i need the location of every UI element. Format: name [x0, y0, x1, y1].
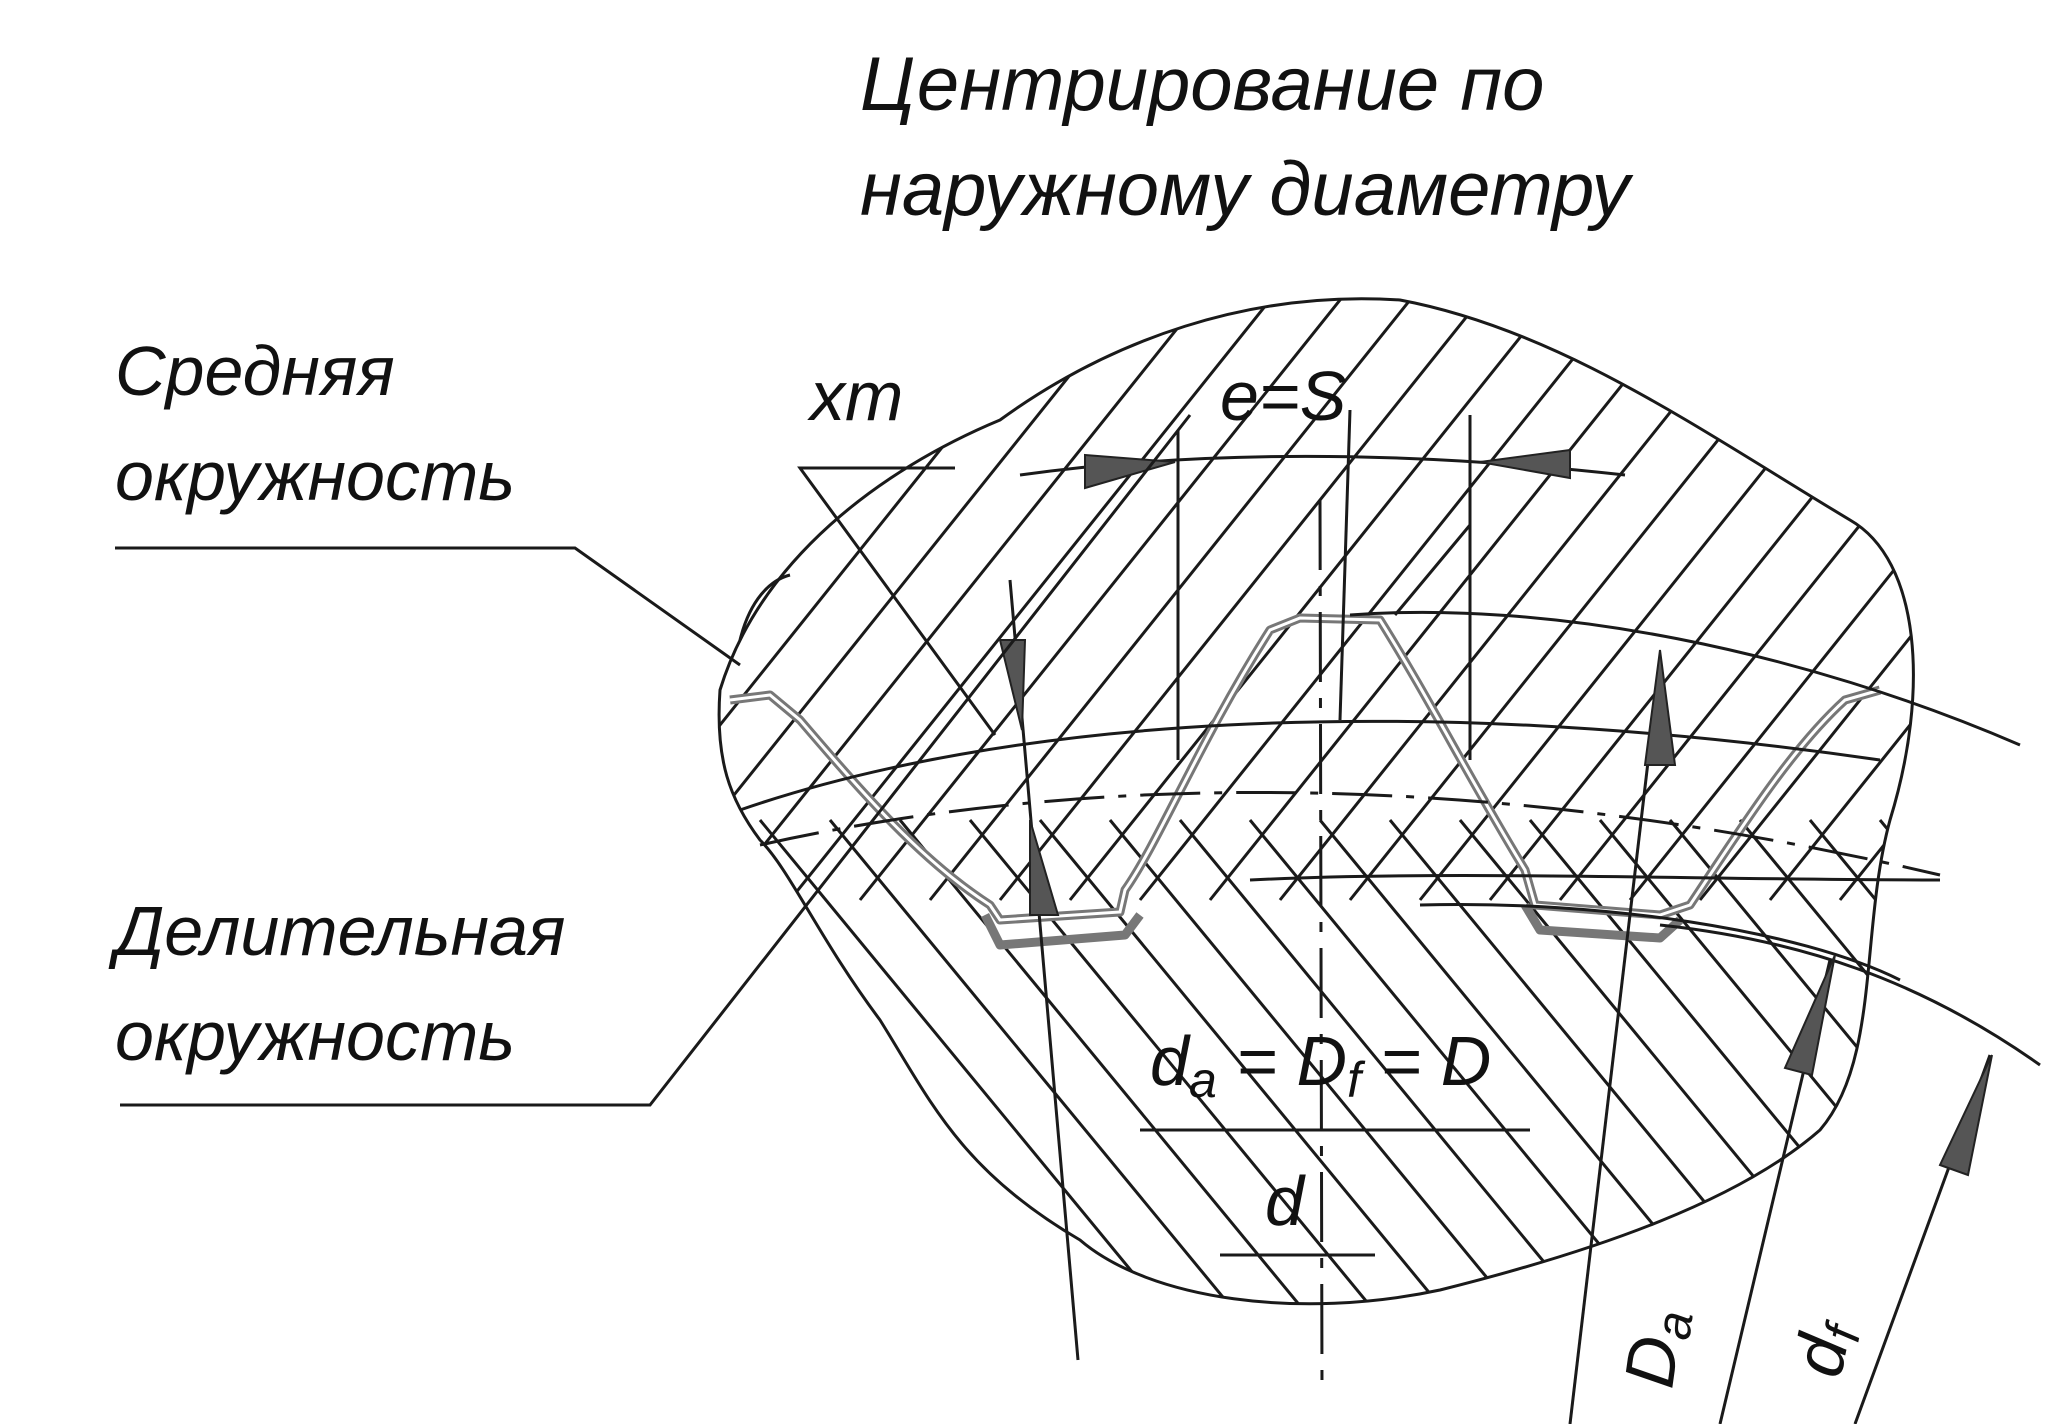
mean-circle-leader — [115, 546, 741, 667]
hub-hatch-line — [1838, 298, 1914, 901]
hub-hatch-line — [719, 298, 1172, 901]
mean-circle-arc — [739, 719, 1881, 812]
hub-hatch-line — [1418, 298, 1914, 901]
shaft-hatch-line — [1808, 819, 1914, 1304]
xm-leader — [797, 466, 997, 736]
shaft-hatch-line — [1458, 819, 1882, 1304]
e-s-leader-2 — [1393, 524, 1472, 616]
lower-arc — [1419, 902, 1901, 982]
hub-hatch-line — [788, 298, 1312, 901]
d-arrow — [1938, 1054, 1993, 1177]
break-outline — [717, 297, 1915, 1306]
hub-hatch-line — [998, 298, 1522, 901]
Da-label: Da — [1610, 1304, 1704, 1393]
xm-arrow-bottom — [1029, 819, 1060, 916]
hub-hatch-line — [858, 298, 1382, 901]
shaft-hatch-line — [1950, 820, 2060, 1330]
pitch-circle-arc — [759, 790, 1941, 877]
title-line-2: наружному диаметру — [860, 147, 1634, 232]
hub-tooth-profile — [729, 613, 1882, 925]
hub-hatch-line — [719, 298, 892, 901]
tooth-width-arrow-left — [1084, 453, 1176, 490]
outer-diameter-arc — [1349, 610, 2021, 747]
e-equals-s-label: e=S — [1220, 357, 1347, 435]
pitch-circle-label-line-2: окружность — [115, 997, 515, 1075]
shaft-root-profile — [980, 912, 1144, 950]
hub-hatch-line — [719, 298, 962, 901]
df-arrow — [1783, 954, 1836, 1077]
mean-circle-label-line-1: Средняя — [115, 332, 395, 410]
hub-hatch-line — [928, 298, 1452, 901]
shaft-hatch-line — [1178, 819, 1602, 1304]
hub-hatch-line — [719, 298, 1102, 901]
Da-arrow — [1643, 649, 1677, 766]
hub-hatch-line — [1138, 298, 1662, 901]
pitch-circle-label-line-1: Делительная — [108, 892, 565, 970]
shaft-hatch-line — [758, 819, 1182, 1304]
e-s-leader — [1338, 409, 1352, 721]
centerline — [1318, 499, 1324, 1391]
mean-circle-label-line-2: окружность — [115, 437, 515, 515]
title-line-1: Центрирование по — [860, 42, 1544, 127]
shaft-hatch-line — [898, 819, 1322, 1304]
hub-hatch-line — [719, 298, 1032, 901]
d-label: d — [1265, 1162, 1306, 1240]
shaft-hatch-line — [828, 819, 1252, 1304]
hub-hatch-line — [1908, 298, 1914, 901]
da-df-d-label: da = Df = D — [1150, 1022, 1491, 1108]
root-diameter-arc — [1659, 923, 2041, 1067]
hub-hatch-line — [1768, 298, 1914, 901]
hub-hatch-line — [1488, 298, 1914, 901]
shaft-hatch-line — [719, 819, 972, 1304]
shaft-root-profile-right — [1521, 902, 1684, 943]
hub-hatch-line — [1980, 250, 2060, 900]
shaft-hatch-line — [1038, 819, 1462, 1304]
break-outline-left-lobe — [738, 573, 791, 641]
hub-hatch-line — [1628, 298, 1914, 901]
hub-hatch-line — [719, 298, 1242, 901]
inner-circle-arc — [1249, 874, 1941, 882]
tooth-profile — [729, 613, 1882, 950]
df-label: df — [1778, 1310, 1872, 1384]
hub-hatch-line — [2050, 250, 2060, 900]
xm-label: xm — [807, 357, 903, 435]
shaft-hatch-line — [1738, 819, 1914, 1304]
shaft-hatch-line — [1668, 819, 1914, 1304]
tooth-width-arrow-right — [1479, 448, 1571, 480]
hub-hatch-line — [1558, 298, 1914, 901]
shaft-hatch-line — [1878, 819, 1914, 1304]
hub-hatch-line — [1068, 298, 1592, 901]
pitch-circle-leader — [120, 414, 1192, 1107]
Da-dimension-line — [1568, 659, 1662, 1424]
shaft-hatch-line — [1528, 819, 1914, 1304]
hub-hatch-line — [1698, 298, 1914, 901]
hub-hatch-line — [1278, 298, 1802, 901]
